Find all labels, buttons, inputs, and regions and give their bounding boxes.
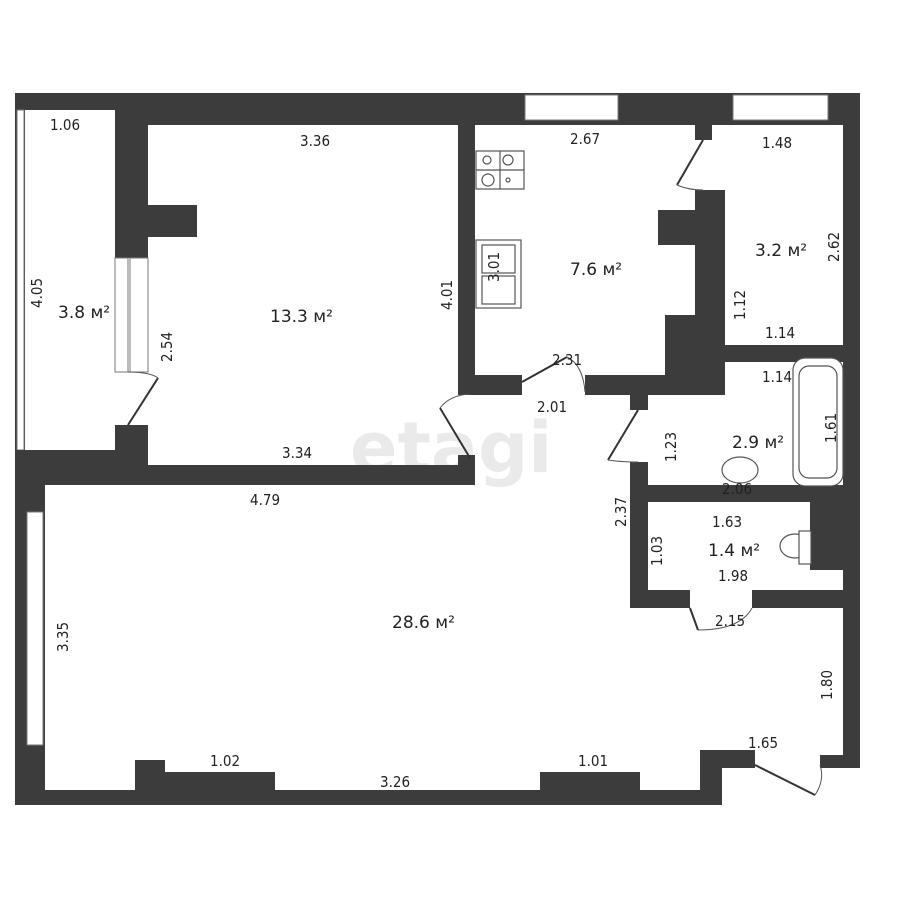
dim: 1.03 bbox=[648, 536, 666, 566]
balcony-window bbox=[16, 109, 25, 451]
doors bbox=[127, 139, 823, 796]
dim: 2.37 bbox=[612, 497, 630, 527]
dim: 4.79 bbox=[250, 491, 280, 509]
dim: 1.12 bbox=[731, 290, 749, 320]
door-bathroom[interactable] bbox=[607, 409, 639, 461]
dim: 4.01 bbox=[438, 280, 456, 310]
room-area-bedroom: 13.3 м² bbox=[270, 307, 333, 327]
dim: 1.02 bbox=[210, 752, 240, 770]
door-kitchen[interactable] bbox=[521, 356, 568, 383]
dim: 1.65 bbox=[748, 734, 778, 752]
dim: 1.98 bbox=[718, 567, 748, 585]
room-area-pantry: 3.2 м² bbox=[755, 241, 807, 261]
bathtub-icon bbox=[792, 357, 844, 487]
dim: 1.01 bbox=[578, 752, 608, 770]
dim: 1.14 bbox=[765, 324, 795, 342]
dim: 1.14 bbox=[762, 368, 792, 386]
window bbox=[732, 94, 829, 121]
dim: 2.06 bbox=[722, 480, 752, 498]
washbasin-icon bbox=[721, 456, 759, 484]
door-pantry[interactable] bbox=[676, 139, 704, 186]
dim: 2.62 bbox=[825, 232, 843, 262]
dim: 3.35 bbox=[54, 622, 72, 652]
dim: 2.15 bbox=[715, 612, 745, 630]
entrance-door[interactable] bbox=[754, 764, 816, 796]
dim: 1.23 bbox=[662, 432, 680, 462]
room-area-living: 28.6 м² bbox=[392, 613, 455, 633]
door-bedroom[interactable] bbox=[439, 407, 471, 459]
dim: 3.01 bbox=[485, 252, 503, 282]
dim: 1.61 bbox=[822, 413, 840, 443]
stove-icon bbox=[475, 150, 525, 190]
dim: 2.01 bbox=[537, 398, 567, 416]
dim: 2.67 bbox=[570, 130, 600, 148]
door-toilet[interactable] bbox=[689, 607, 699, 631]
dim: 1.80 bbox=[818, 670, 836, 700]
dim: 1.48 bbox=[762, 134, 792, 152]
dim: 2.54 bbox=[158, 332, 176, 362]
room-area-kitchen: 7.6 м² bbox=[570, 260, 622, 280]
living-window bbox=[26, 511, 44, 746]
walls bbox=[15, 93, 860, 805]
toilet-icon bbox=[779, 530, 812, 565]
room-area-balcony: 3.8 м² bbox=[58, 303, 110, 323]
dim: 3.36 bbox=[300, 132, 330, 150]
room-area-bathroom: 2.9 м² bbox=[732, 433, 784, 453]
dim: 3.34 bbox=[282, 444, 312, 462]
fixtures bbox=[475, 150, 844, 565]
room-area-toilet: 1.4 м² bbox=[708, 541, 760, 561]
dim: 1.63 bbox=[712, 513, 742, 531]
dim: 2.31 bbox=[552, 351, 582, 369]
labels: 1.06 4.05 2.54 3.8 м² 3.36 4.01 3.34 13.… bbox=[28, 116, 843, 791]
dim: 1.06 bbox=[50, 116, 80, 134]
window bbox=[524, 94, 619, 121]
door-balcony[interactable] bbox=[127, 377, 159, 426]
dim: 4.05 bbox=[28, 278, 46, 308]
dim: 3.26 bbox=[380, 773, 410, 791]
sink-icon bbox=[475, 239, 522, 309]
